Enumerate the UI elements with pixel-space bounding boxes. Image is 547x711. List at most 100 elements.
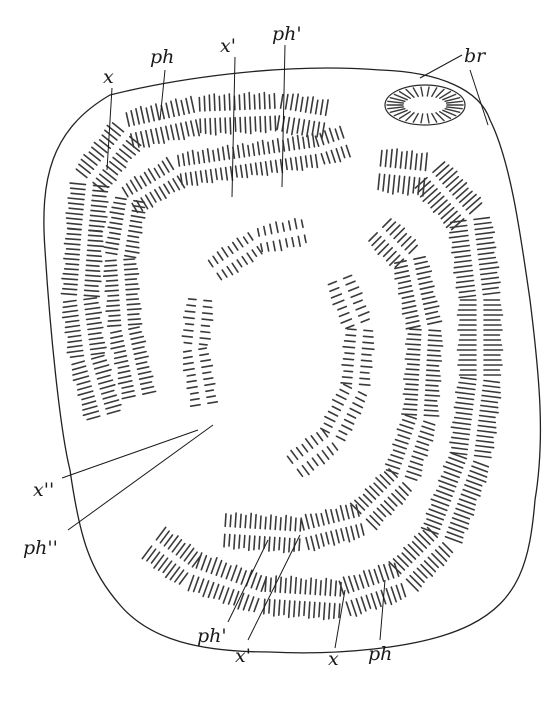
septum-stroke: [421, 185, 434, 197]
septum-stroke: [119, 381, 132, 384]
septum-stroke: [423, 189, 437, 201]
septum-stroke: [421, 87, 423, 96]
septum-stroke: [112, 207, 124, 209]
septum-stroke: [108, 325, 121, 326]
septum-stroke: [184, 330, 193, 331]
septum-stroke: [452, 251, 470, 253]
septum-stroke: [306, 97, 308, 112]
septum-stroke: [332, 406, 340, 410]
septum-stroke: [135, 356, 148, 359]
septum-stroke: [213, 256, 218, 263]
septum-stroke: [398, 435, 409, 439]
leader-x-double-prime: [62, 430, 198, 478]
septum-stroke: [228, 146, 230, 159]
septum-stroke: [296, 94, 299, 110]
septum-stroke: [460, 499, 476, 505]
septum-stroke: [265, 117, 266, 133]
septum-stroke: [406, 384, 418, 385]
septum-stroke: [286, 239, 288, 247]
septum-stroke: [413, 178, 415, 193]
septum-stroke: [404, 404, 416, 405]
septum-stroke: [295, 578, 296, 594]
septum-stroke: [449, 458, 465, 464]
septum-stroke: [91, 347, 106, 349]
septum-stroke: [252, 250, 256, 256]
septum-stroke: [342, 425, 352, 430]
septum-stroke: [427, 365, 439, 366]
septum-stroke: [129, 231, 142, 233]
septum-stroke: [306, 156, 308, 167]
septum-stroke: [354, 576, 359, 590]
septum-stroke: [246, 165, 248, 178]
septum-stroke: [427, 316, 440, 319]
septum-stroke: [292, 238, 294, 247]
septum-stroke: [388, 175, 390, 192]
septum-stroke: [86, 275, 100, 276]
septum-stroke: [93, 195, 106, 196]
septum-stroke: [475, 227, 492, 229]
septum-stroke: [199, 579, 204, 592]
septum-stroke: [128, 236, 138, 238]
septum-stroke: [439, 481, 456, 487]
septum-stroke: [321, 514, 324, 525]
septum-stroke: [356, 306, 365, 310]
septum-stroke: [111, 336, 122, 338]
septum-stroke: [353, 403, 362, 408]
septum-stroke: [480, 416, 495, 418]
septum-stroke: [115, 356, 127, 359]
septum-stroke: [151, 106, 154, 121]
septum-stroke: [425, 400, 437, 401]
septum-stroke: [344, 384, 352, 388]
septum-stroke: [64, 284, 77, 285]
septum-stroke: [83, 401, 96, 405]
septum-stroke: [293, 137, 295, 149]
septum-stroke: [123, 188, 128, 197]
septum-stroke: [196, 120, 199, 136]
septum-stroke: [364, 495, 372, 503]
septum-stroke: [417, 271, 431, 274]
septum-stroke: [64, 259, 79, 260]
septum-stroke: [274, 94, 275, 109]
septum-stroke: [73, 371, 87, 375]
septum-stroke: [336, 510, 339, 522]
septum-stroke: [127, 304, 140, 305]
septum-stroke: [191, 121, 194, 136]
septum-stroke: [186, 324, 194, 325]
septum-stroke: [409, 466, 422, 470]
septum-stroke: [225, 118, 226, 133]
septum-stroke: [346, 506, 349, 519]
septum-stroke: [236, 166, 238, 177]
septum-stroke: [461, 494, 476, 500]
septum-stroke: [350, 409, 360, 414]
septum-stroke: [184, 369, 194, 371]
septum-stroke: [269, 600, 270, 614]
septum-stroke: [361, 366, 372, 367]
septum-stroke: [317, 454, 324, 463]
septum-stroke: [384, 565, 389, 580]
septum-stroke: [288, 139, 290, 150]
septum-stroke: [379, 566, 384, 582]
septum-stroke: [176, 99, 180, 115]
septum-stroke: [249, 597, 254, 611]
septum-stroke: [300, 520, 301, 532]
septum-stroke: [63, 311, 77, 313]
septum-stroke: [131, 337, 143, 340]
septum-stroke: [432, 505, 447, 511]
septum-stroke: [419, 281, 432, 284]
septum-stroke: [258, 229, 260, 236]
septum-stroke: [219, 96, 220, 110]
leader-ph-double-prime: [68, 425, 213, 530]
septum-stroke: [159, 187, 166, 198]
septum-stroke: [388, 101, 404, 103]
septum-stroke: [406, 316, 418, 319]
septum-stroke: [454, 513, 469, 519]
septum-stroke: [104, 247, 117, 249]
septum-stroke: [406, 321, 419, 324]
septum-stroke: [403, 409, 417, 410]
septum-stroke: [89, 333, 101, 335]
septum-stroke: [426, 390, 439, 391]
septum-stroke: [387, 222, 396, 231]
septum-stroke: [92, 356, 104, 359]
septum-stroke: [130, 332, 141, 334]
septum-stroke: [115, 351, 126, 353]
